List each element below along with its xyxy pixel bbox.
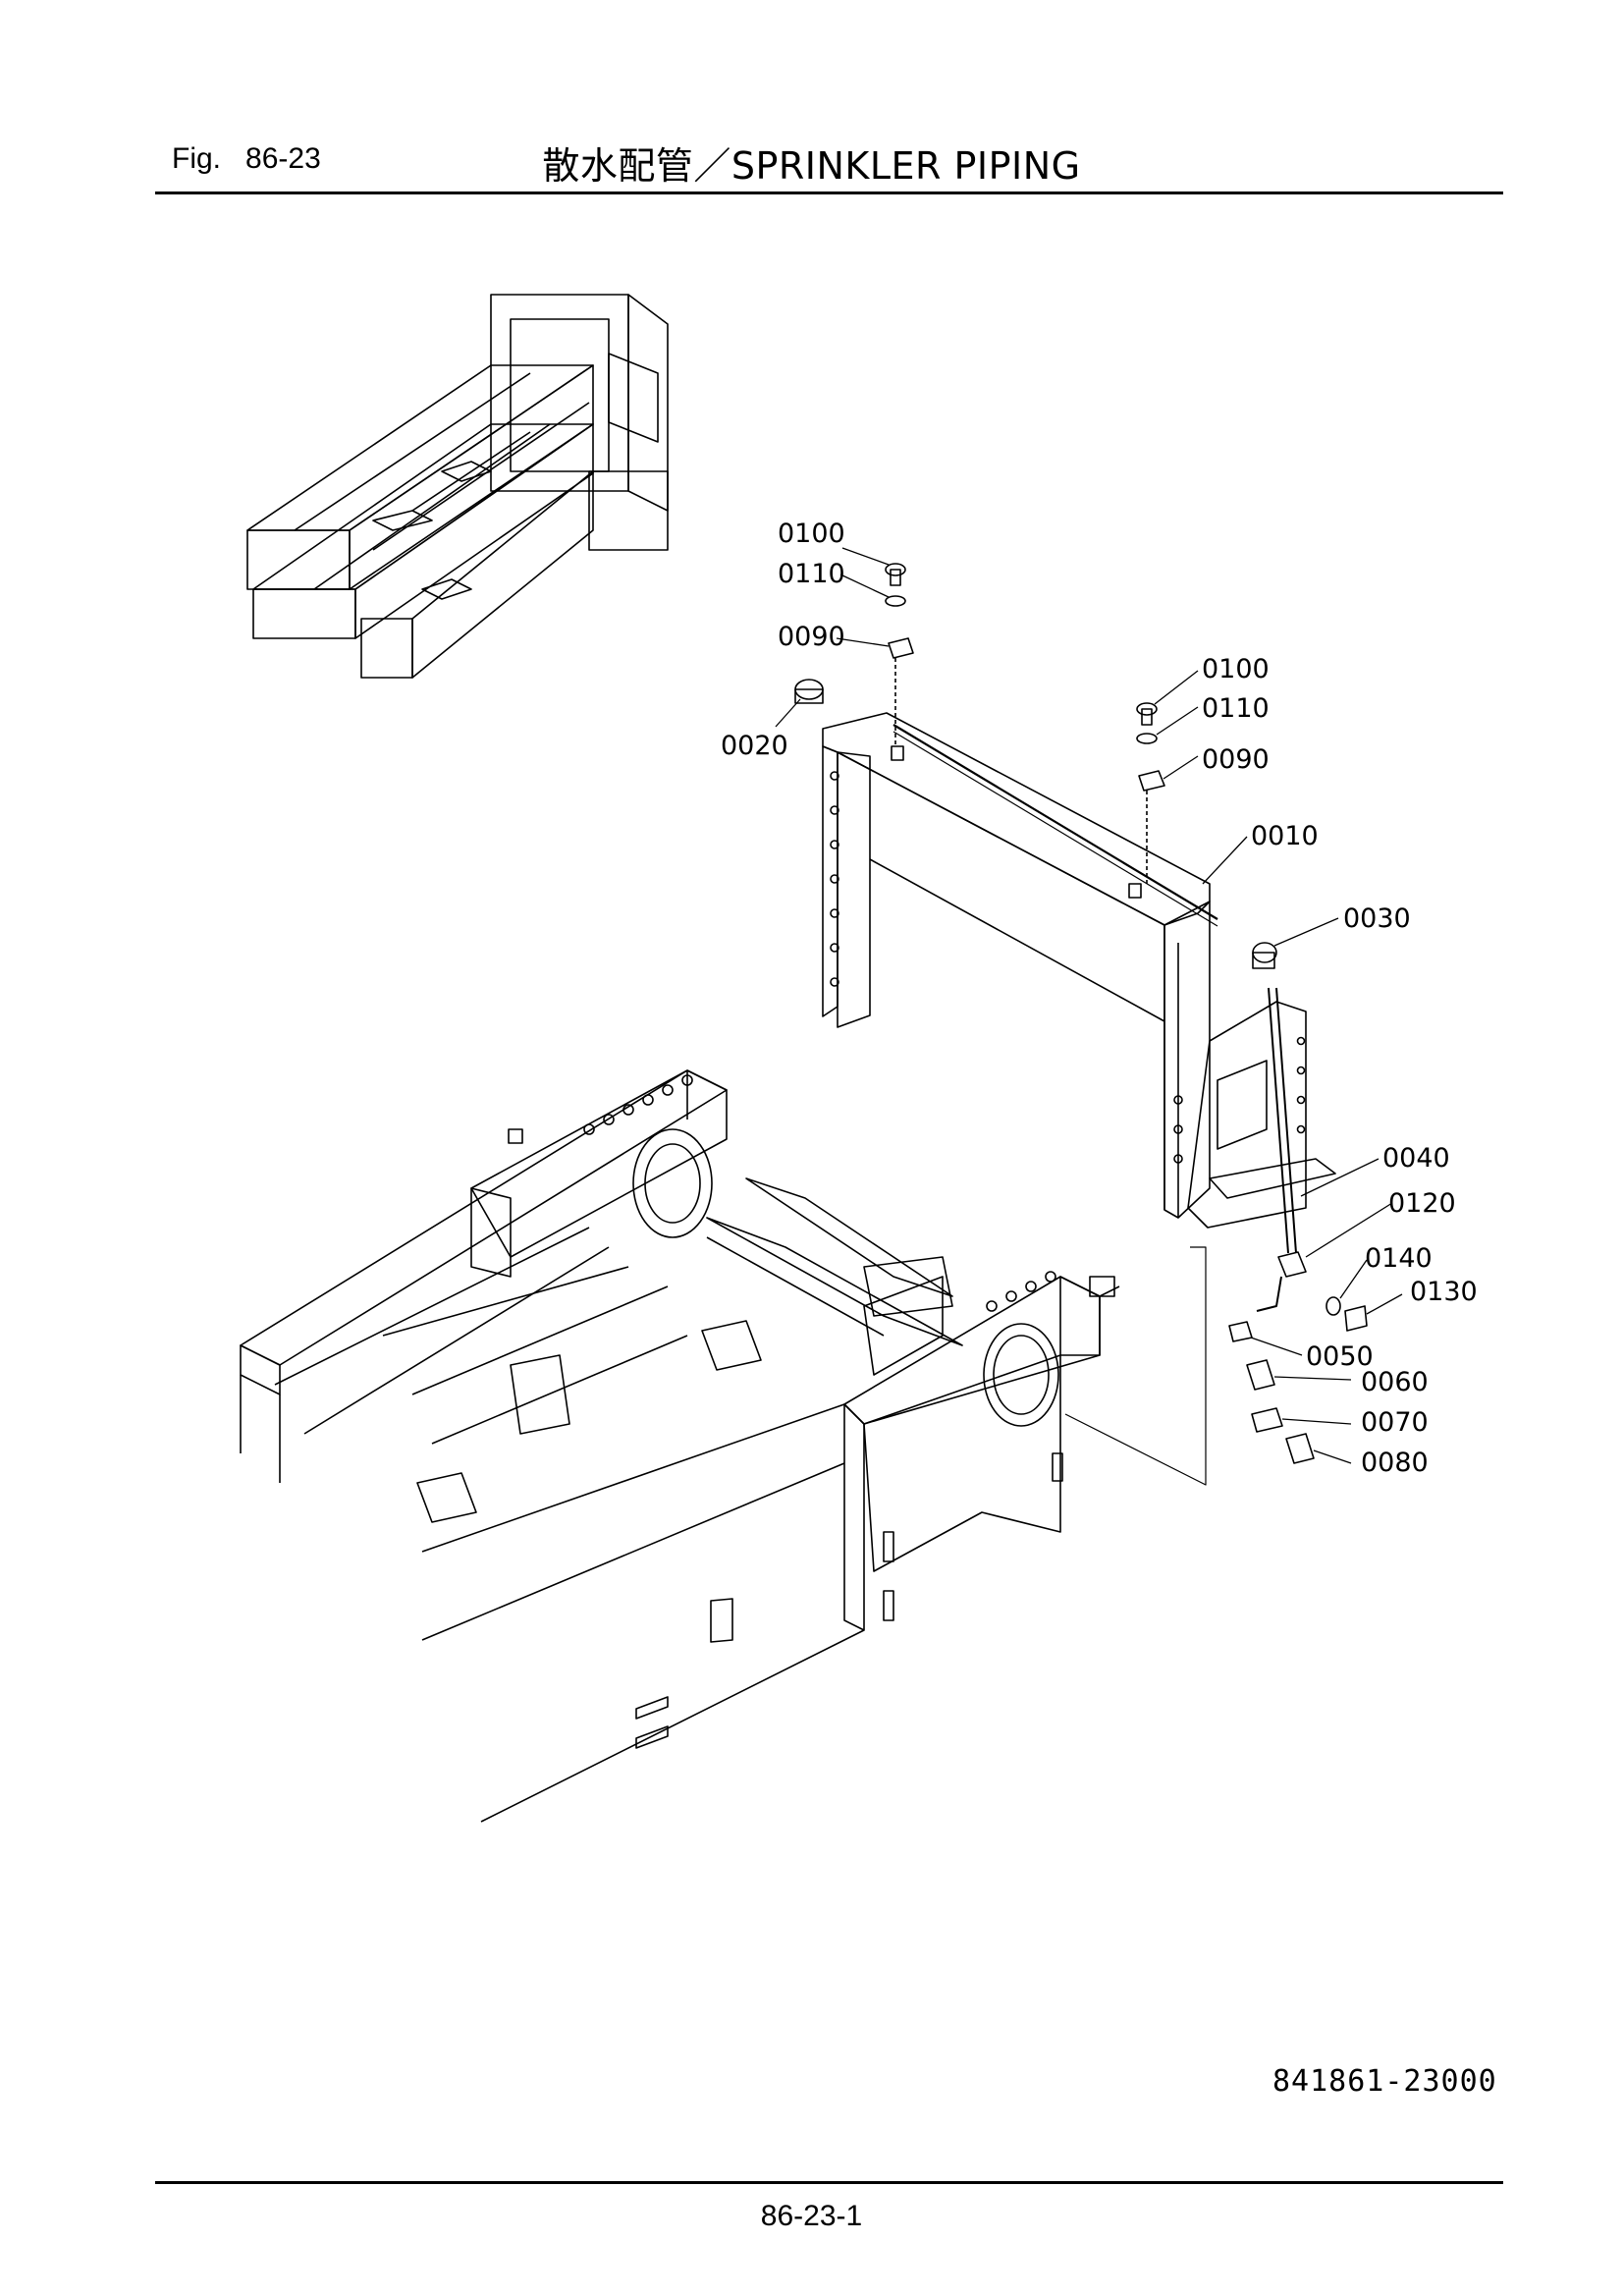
overview-thumbnail [246,294,669,679]
callout-0030: 0030 [1343,903,1411,934]
callout-0080: 0080 [1361,1448,1429,1478]
callout-0060: 0060 [1361,1367,1429,1397]
header-rule [155,191,1503,194]
callout-0120: 0120 [1388,1188,1456,1219]
callout-0100-b: 0100 [1202,654,1270,684]
small-parts [794,563,1368,1486]
callout-0100-a: 0100 [778,519,845,549]
page-number: 86-23-1 [760,2200,863,2232]
callout-0130: 0130 [1410,1277,1478,1307]
figure-prefix: Fig. [172,142,222,175]
upper-frame [822,712,1336,1254]
callout-0040: 0040 [1382,1143,1450,1174]
callout-0110-a: 0110 [778,559,845,589]
callout-0090-b: 0090 [1202,744,1270,775]
figure-number: 86-23 [245,142,321,175]
callout-0140: 0140 [1365,1243,1433,1274]
figure-label: Fig. 86-23 [172,142,321,176]
callout-0020: 0020 [721,731,788,761]
page-title: 散水配管／SPRINKLER PIPING [542,144,1081,188]
callout-labels: 0100 0110 0090 0020 0100 0110 0090 0010 … [721,519,1478,1478]
callout-0110-b: 0110 [1202,693,1270,724]
lower-frame [240,1069,1120,1823]
drawing-number: 841861-23000 [1272,2064,1497,2099]
footer-rule [155,2181,1503,2184]
callout-0090-a: 0090 [778,622,845,652]
callout-0010: 0010 [1251,821,1319,851]
callout-0070: 0070 [1361,1407,1429,1438]
callout-0050: 0050 [1306,1341,1374,1372]
leader-lines [775,547,1403,1464]
